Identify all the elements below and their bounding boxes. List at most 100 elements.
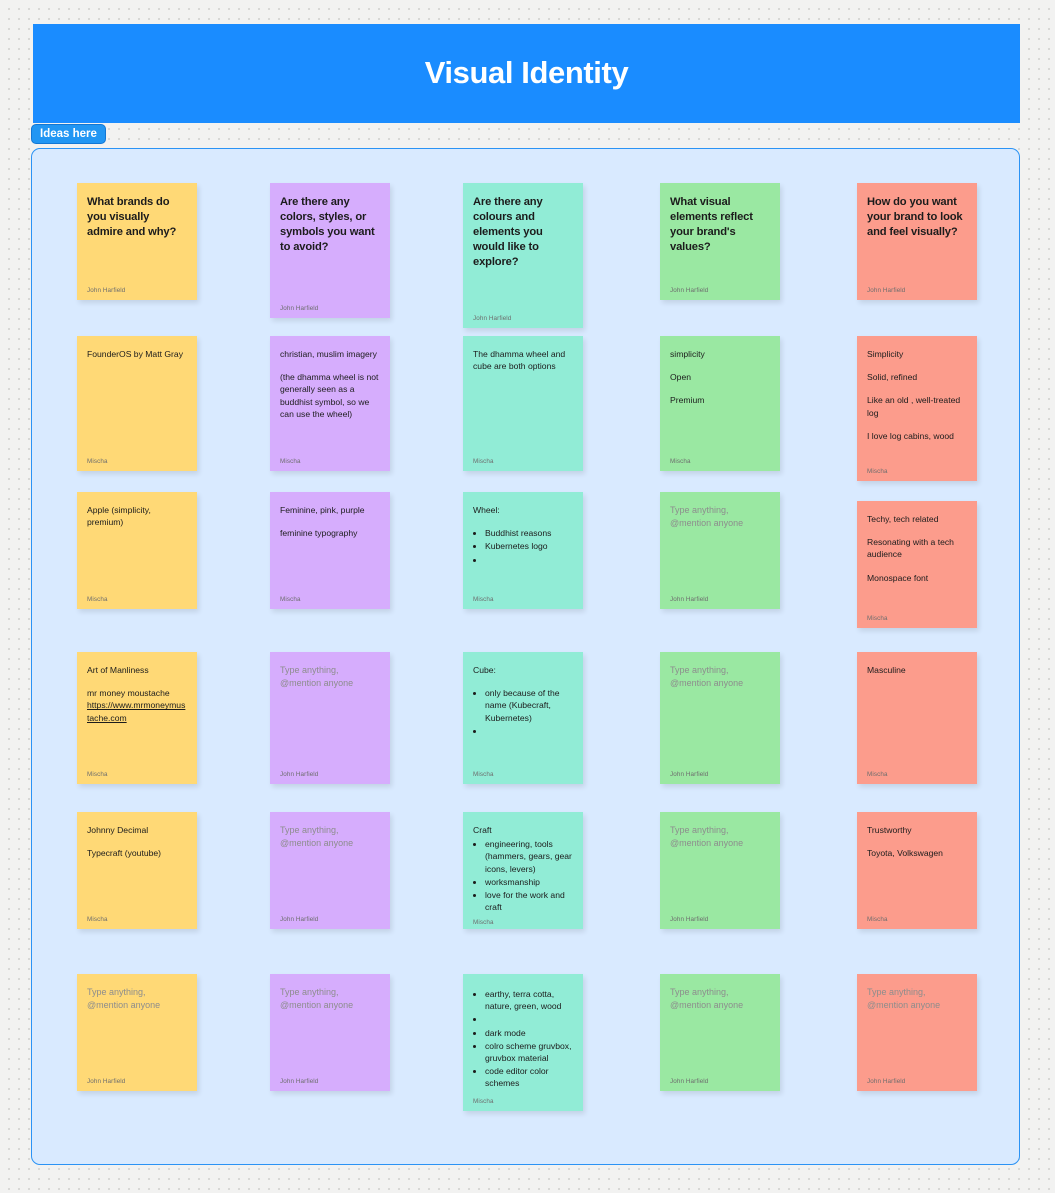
sticky-note-text[interactable]: Cube:only because of the name (Kubecraft… <box>473 664 573 766</box>
sticky-note[interactable]: Apple (simplicity, premium) Mischa <box>77 492 197 609</box>
note-bullet-item: love for the work and craft <box>485 889 573 913</box>
note-bullet-item: earthy, terra cotta, nature, green, wood <box>485 988 573 1012</box>
sticky-note-author: Mischa <box>87 916 108 923</box>
sticky-note-author: Mischa <box>867 615 888 622</box>
frame-label-ideas-here[interactable]: Ideas here <box>31 124 106 144</box>
sticky-note-text[interactable]: Type anything, @mention anyone <box>280 825 354 848</box>
sticky-note-text[interactable]: The dhamma wheel and cube are both optio… <box>473 349 566 372</box>
sticky-note-author: John Harfield <box>670 596 709 603</box>
sticky-note-author: Mischa <box>473 771 494 778</box>
sticky-note[interactable]: earthy, terra cotta, nature, green, wood… <box>463 974 583 1111</box>
note-bullet-list: Buddhist reasonsKubernetes logo <box>473 527 573 566</box>
sticky-note-text[interactable]: Craftengineering, tools (hammers, gears,… <box>473 824 573 914</box>
sticky-note-author: Mischa <box>473 1098 494 1105</box>
sticky-note-author: Mischa <box>280 596 301 603</box>
sticky-note-text[interactable]: What brands do you visually admire and w… <box>87 196 177 238</box>
sticky-note-text[interactable]: Type anything, @mention anyone <box>280 987 354 1010</box>
note-bullet-item: Buddhist reasons <box>485 527 573 539</box>
note-bullet-item: engineering, tools (hammers, gears, gear… <box>485 838 573 875</box>
sticky-note-author: Mischa <box>670 458 691 465</box>
note-bullet-item: code editor color schemes <box>485 1065 573 1089</box>
sticky-note-author: John Harfield <box>280 916 319 923</box>
external-link[interactable]: https://​www.mrmoneymustache.com <box>87 700 186 723</box>
sticky-note-author: Mischa <box>473 596 494 603</box>
sticky-note[interactable]: christian, muslim imagery(the dhamma whe… <box>270 336 390 471</box>
sticky-note-author: John Harfield <box>670 1078 709 1085</box>
sticky-note-text[interactable]: Type anything, @mention anyone <box>670 825 744 848</box>
sticky-note[interactable]: Craftengineering, tools (hammers, gears,… <box>463 812 583 929</box>
sticky-note-author: John Harfield <box>473 315 512 322</box>
sticky-note-text[interactable]: Masculine <box>867 665 906 675</box>
sticky-note-text[interactable]: What visual elements reflect your brand'… <box>670 196 753 253</box>
note-bullet-item <box>485 554 573 566</box>
sticky-note-author: John Harfield <box>280 1078 319 1085</box>
ideas-board-frame: What brands do you visually admire and w… <box>31 148 1020 1165</box>
sticky-note-author: Mischa <box>87 596 108 603</box>
note-bullet-item: colro scheme gruvbox, gruvbox material <box>485 1040 573 1064</box>
note-bullet-item: dark mode <box>485 1027 573 1039</box>
sticky-note-author: Mischa <box>867 771 888 778</box>
note-bullet-list: only because of the name (Kubecraft, Kub… <box>473 687 573 737</box>
note-bullet-item: worksmanship <box>485 876 573 888</box>
note-bullet-item: only because of the name (Kubecraft, Kub… <box>485 687 573 724</box>
sticky-note-author: Mischa <box>473 919 494 927</box>
sticky-note-question[interactable]: What visual elements reflect your brand'… <box>660 183 780 300</box>
sticky-note-author: John Harfield <box>87 1078 126 1085</box>
sticky-note[interactable]: Wheel:Buddhist reasonsKubernetes logoMis… <box>463 492 583 609</box>
sticky-note-text[interactable]: earthy, terra cotta, nature, green, wood… <box>473 986 573 1093</box>
sticky-note-question[interactable]: What brands do you visually admire and w… <box>77 183 197 300</box>
sticky-note-author: John Harfield <box>670 287 709 294</box>
note-bullet-list: earthy, terra cotta, nature, green, wood… <box>473 988 573 1090</box>
note-bullet-item <box>485 1013 573 1025</box>
sticky-note-text[interactable]: FounderOS by Matt Gray <box>87 349 183 359</box>
sticky-note-text[interactable]: Type anything, @mention anyone <box>670 665 744 688</box>
sticky-note[interactable]: Cube:only because of the name (Kubecraft… <box>463 652 583 784</box>
sticky-note-question[interactable]: Are there any colours and elements you w… <box>463 183 583 328</box>
note-bullet-item <box>485 725 573 737</box>
sticky-note-author: Mischa <box>867 916 888 923</box>
sticky-note-text[interactable]: Are there any colors, styles, or symbols… <box>280 196 375 253</box>
sticky-note-text[interactable]: Wheel:Buddhist reasonsKubernetes logo <box>473 504 573 591</box>
sticky-note-text[interactable]: Type anything, @mention anyone <box>87 987 161 1010</box>
sticky-note[interactable]: The dhamma wheel and cube are both optio… <box>463 336 583 471</box>
sticky-note-author: John Harfield <box>87 287 126 294</box>
sticky-note-author: Mischa <box>280 458 301 465</box>
sticky-note-text[interactable]: Type anything, @mention anyone <box>670 505 744 528</box>
sticky-note-author: Mischa <box>867 468 888 475</box>
sticky-note-grid: What brands do you visually admire and w… <box>32 149 1019 1164</box>
sticky-note-text[interactable]: How do you want your brand to look and f… <box>867 196 963 238</box>
sticky-note-text[interactable]: Type anything, @mention anyone <box>280 665 354 688</box>
sticky-note-text[interactable]: Apple (simplicity, premium) <box>87 505 151 528</box>
sticky-note-question[interactable]: Are there any colors, styles, or symbols… <box>270 183 390 318</box>
sticky-note-question[interactable]: How do you want your brand to look and f… <box>857 183 977 300</box>
sticky-note-text[interactable]: Are there any colours and elements you w… <box>473 196 543 268</box>
sticky-note-text[interactable]: christian, muslim imagery(the dhamma whe… <box>280 349 379 419</box>
sticky-note-text[interactable]: Type anything, @mention anyone <box>867 987 941 1010</box>
sticky-note-text[interactable]: Type anything, @mention anyone <box>670 987 744 1010</box>
